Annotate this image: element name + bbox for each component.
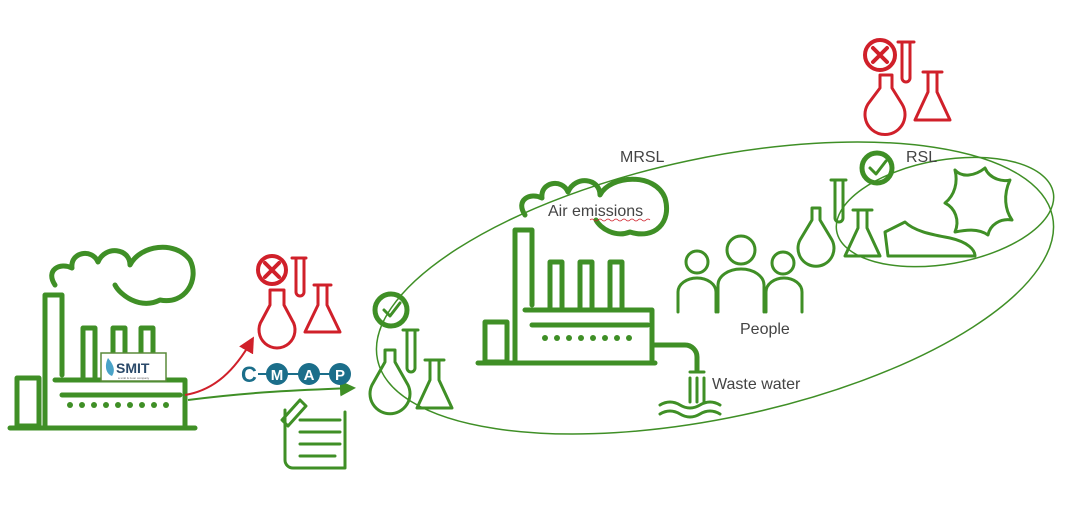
rsl-approved-chemicals-icon — [796, 150, 895, 268]
cmap-a: A — [304, 367, 315, 384]
smit-logo: SMIT a smit & zoon company — [100, 352, 167, 382]
cmap-c: C — [241, 362, 257, 387]
rsl-scope-ellipse — [835, 156, 1055, 268]
shoe-icon — [883, 220, 977, 258]
rsl-rejected-chemicals-icon — [863, 38, 952, 136]
cmap-m: M — [271, 367, 284, 384]
factory-air-emissions-icon — [475, 176, 722, 419]
cmap-p: P — [335, 367, 345, 384]
green-arrow — [187, 380, 356, 401]
rsl-label: RSL — [906, 149, 937, 166]
factory-icon — [7, 244, 198, 431]
people-label: People — [740, 321, 790, 338]
red-arrow — [184, 336, 254, 396]
checklist-document-icon — [280, 398, 347, 470]
approved-chemicals-icon — [368, 291, 454, 416]
leather-hide-icon — [943, 166, 1014, 237]
people-icon — [676, 234, 804, 314]
mrsl-scope-ellipse — [375, 141, 1055, 435]
waste-water-label: Waste water — [712, 376, 801, 393]
smit-logo-subtitle: a smit & zoon company — [118, 376, 150, 380]
mrsl-label: MRSL — [620, 149, 665, 166]
rejected-chemicals-icon — [256, 254, 342, 350]
cmap-logo: C M A P — [241, 362, 351, 387]
spellcheck-underline — [589, 218, 651, 222]
air-emissions-label: Air emissions — [548, 203, 643, 220]
smit-logo-text: SMIT — [116, 360, 150, 376]
